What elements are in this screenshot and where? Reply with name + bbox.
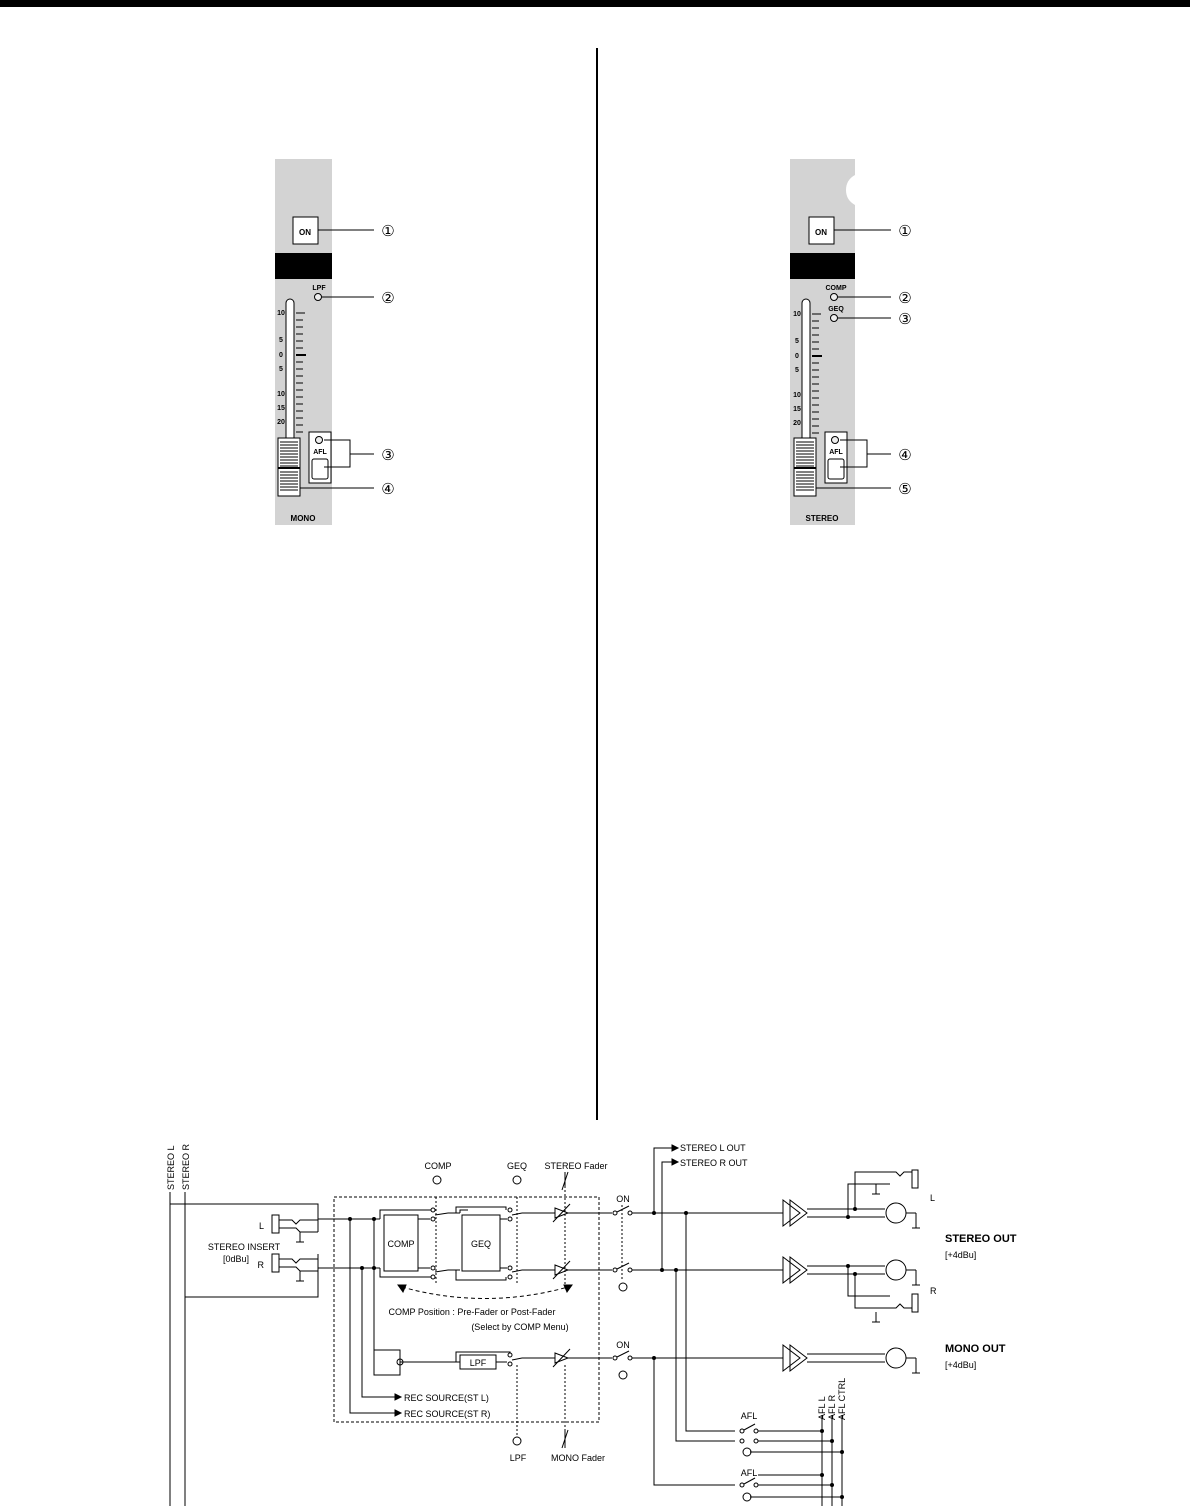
mono-afl-button[interactable]: [311, 458, 329, 480]
stereo-scale-tick-label: 5: [795, 367, 799, 374]
out-r-label: R: [930, 1286, 937, 1296]
stereo-strip-label: STEREO: [806, 514, 839, 523]
bus-label-stereo-l: STEREO L: [166, 1145, 176, 1190]
insert-r-label: R: [258, 1260, 265, 1270]
stereo-on-label: ON: [815, 228, 827, 237]
mono-fader-knob[interactable]: [277, 437, 301, 497]
stereo-scale-ticks: [812, 313, 822, 434]
mono-scale-tick-label: 20: [277, 419, 285, 426]
mono-scale-tick-label: 5: [279, 337, 283, 344]
mono-scale-tick-label: 15: [277, 405, 285, 412]
comp-block-label: COMP: [388, 1239, 415, 1249]
stereo-scale-tick-label: 10: [793, 311, 801, 318]
stereo-callout-5: ⑤: [898, 480, 911, 498]
mono-lpf-label: LPF: [312, 285, 326, 292]
stereo-scale-tick-label: 0: [795, 353, 799, 360]
mono-callout-2: ②: [381, 289, 394, 307]
stereo-afl-label: AFL: [829, 449, 843, 456]
on-mono-label: ON: [616, 1340, 630, 1350]
mono-out-level: [+4dBu]: [945, 1360, 976, 1370]
lpf-switch-label: LPF: [510, 1453, 527, 1463]
stereo-callout-4: ④: [898, 446, 911, 464]
afl-bus-l-label: AFL L: [817, 1396, 827, 1420]
afl-bus-ctrl-label: AFL CTRL: [837, 1378, 847, 1420]
column-divider: [596, 48, 598, 1120]
stereo-comp-led: [830, 293, 838, 301]
mono-on-label: ON: [299, 228, 311, 237]
afl-switch-2-label: AFL: [741, 1468, 758, 1478]
mono-scale-ticks: [296, 312, 306, 433]
comp-position-label: COMP Position : Pre-Fader or Post-Fader: [389, 1307, 556, 1317]
afl-bus-r-label: AFL R: [827, 1394, 837, 1420]
mono-afl-label: AFL: [313, 449, 327, 456]
stereo-l-out-label: STEREO L OUT: [680, 1143, 746, 1153]
mono-scale-tick-label: 10: [277, 391, 285, 398]
stereo-scale-tick-label: 5: [795, 338, 799, 345]
stereo-r-out-label: STEREO R OUT: [680, 1158, 748, 1168]
mono-label-area: [275, 253, 332, 279]
insert-l-label: L: [259, 1221, 264, 1231]
stereo-afl-button[interactable]: [827, 458, 845, 480]
afl-switch-1-label: AFL: [741, 1411, 758, 1421]
mono-fader-label: MONO Fader: [551, 1453, 605, 1463]
stereo-out-level: [+4dBu]: [945, 1250, 976, 1260]
mono-afl-led: [315, 436, 323, 444]
stereo-callout-2: ②: [898, 289, 911, 307]
stereo-callout-1: ①: [898, 222, 911, 240]
rec-source-r-label: REC SOURCE(ST R): [404, 1409, 490, 1419]
mono-strip-label: MONO: [291, 514, 316, 523]
mono-callout-1: ①: [381, 222, 394, 240]
mono-scale-tick-label: 0: [279, 352, 283, 359]
top-rule: [0, 0, 1190, 7]
stereo-scale-tick-label: 15: [793, 406, 801, 413]
lpf-block-label: LPF: [470, 1358, 487, 1368]
geq-switch-label: GEQ: [507, 1161, 527, 1171]
comp-select-label: (Select by COMP Menu): [471, 1322, 568, 1332]
mono-scale-tick-label: 5: [279, 366, 283, 373]
rec-source-l-label: REC SOURCE(ST L): [404, 1393, 489, 1403]
out-l-label: L: [930, 1193, 935, 1203]
mono-lpf-led: [314, 293, 322, 301]
mono-callout-3: ③: [381, 446, 394, 464]
stereo-geq-led: [830, 314, 838, 322]
mono-fader-scale: 10 5 0 5 10 15 20: [277, 310, 285, 426]
stereo-comp-label: COMP: [826, 285, 847, 292]
stereo-out-label: STEREO OUT: [945, 1233, 1017, 1245]
stereo-fader-label: STEREO Fader: [544, 1161, 607, 1171]
mono-scale-tick-label: 10: [277, 310, 285, 317]
stereo-callout-3: ③: [898, 310, 911, 328]
bus-label-stereo-r: STEREO R: [181, 1143, 191, 1190]
stereo-geq-label: GEQ: [828, 306, 844, 313]
mono-out-label: MONO OUT: [945, 1343, 1006, 1355]
stereo-scale-tick-label: 10: [793, 392, 801, 399]
stereo-label-area: [790, 253, 855, 279]
stereo-afl-led: [831, 436, 839, 444]
stereo-insert-label: STEREO INSERT: [208, 1242, 281, 1252]
on-stereo-label: ON: [616, 1194, 630, 1204]
stereo-fader-scale: 10 5 0 5 10 15 20: [793, 311, 801, 427]
stereo-scale-tick-label: 20: [793, 420, 801, 427]
stereo-insert-level: [0dBu]: [223, 1254, 249, 1264]
comp-switch-label: COMP: [425, 1161, 452, 1171]
mono-callout-4: ④: [381, 480, 394, 498]
geq-block-label: GEQ: [471, 1239, 491, 1249]
stereo-fader-knob[interactable]: [793, 437, 817, 497]
